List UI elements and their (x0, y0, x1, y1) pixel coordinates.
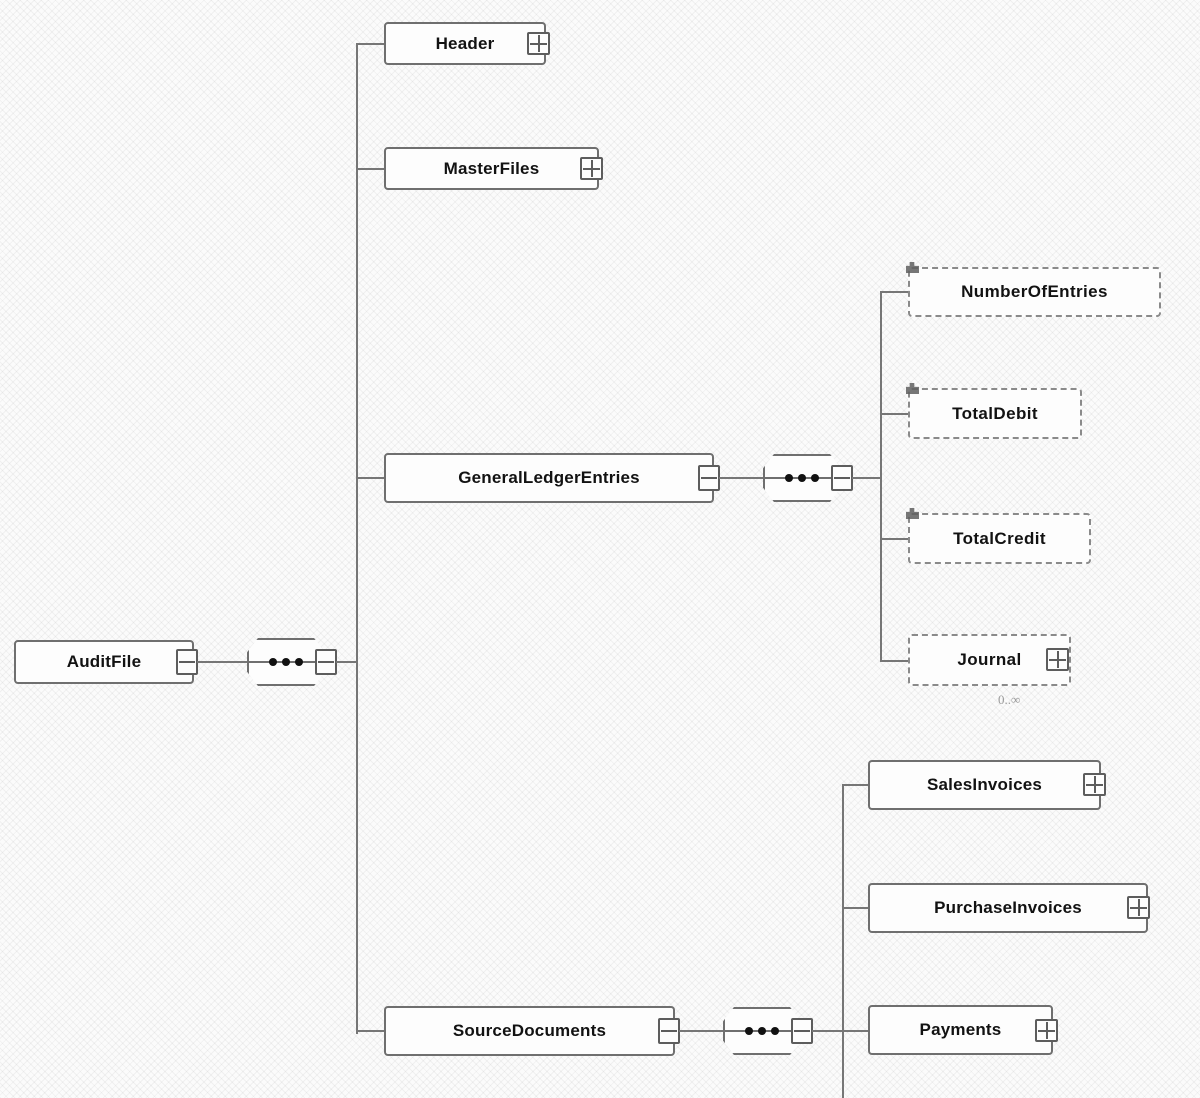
line-sd-trunk-to-purchaseinvoices (842, 907, 872, 909)
line-sourcedocuments-to-sequence (679, 1030, 723, 1032)
node-numberofentries[interactable]: NumberOfEntries (906, 262, 1161, 317)
line-root-sequence-to-trunk (336, 661, 358, 663)
line-sd-trunk-to-salesinvoices (842, 784, 872, 786)
expander-plus-purchaseinvoices[interactable] (1127, 896, 1150, 919)
line-trunk-to-sourcedocuments (356, 1030, 386, 1032)
node-label-masterfiles: MasterFiles (443, 158, 540, 178)
line-trunk-to-gle (356, 477, 386, 479)
node-payments[interactable]: Payments (868, 1005, 1053, 1055)
expander-plus-journal[interactable] (1046, 648, 1069, 671)
node-label-totaldebit: TotalDebit (952, 403, 1038, 423)
node-label-salesinvoices: SalesInvoices (926, 775, 1043, 794)
line-gle-trunk-to-totaldebit (880, 413, 910, 415)
line-sd-sequence-to-branch-trunk (812, 1030, 844, 1032)
node-auditfile[interactable]: Header AuditFile (14, 640, 194, 684)
line-auditfile-to-sequence (197, 661, 247, 663)
connector-stub-sourcedocuments[interactable] (658, 1018, 680, 1044)
connector-stub-sourcedocuments-sequence[interactable] (791, 1018, 813, 1044)
sequence-dots-icon (785, 474, 819, 482)
expander-plus-masterfiles[interactable] (580, 157, 603, 180)
node-label-payments: Payments (919, 1020, 1002, 1039)
expander-plus-header[interactable] (527, 32, 550, 55)
node-label-journal: Journal (957, 650, 1022, 669)
node-purchaseinvoices[interactable]: PurchaseInvoices (868, 883, 1148, 933)
cardinality-journal: 0..∞ (998, 692, 1021, 707)
trunk-gle-children (880, 292, 882, 661)
connector-stub-auditfile[interactable] (176, 649, 198, 675)
line-gle-trunk-to-numberofentries (880, 291, 910, 293)
node-label-totalcredit: TotalCredit (953, 528, 1046, 548)
node-totaldebit[interactable]: TotalDebit (906, 383, 1082, 439)
line-gle-sequence-to-branch-trunk (852, 477, 882, 479)
sequence-compositor-sourcedocuments[interactable] (723, 1007, 801, 1055)
node-header[interactable]: Header (384, 22, 546, 65)
node-totalcredit[interactable]: TotalCredit (906, 508, 1091, 564)
node-label-header: Header (435, 33, 495, 53)
sequence-dots-icon (745, 1027, 779, 1035)
node-journal[interactable]: Journal (908, 634, 1071, 686)
sequence-dots-icon (269, 658, 303, 666)
line-gle-trunk-to-journal (880, 660, 910, 662)
line-gle-to-sequence (719, 477, 763, 479)
line-trunk-to-masterfiles (356, 168, 386, 170)
line-sd-trunk-to-payments (842, 1030, 872, 1032)
optional-attribute-icon (906, 508, 919, 519)
node-label-sourcedocuments: SourceDocuments (452, 1021, 607, 1040)
expander-plus-salesinvoices[interactable] (1083, 773, 1106, 796)
optional-attribute-icon (906, 262, 919, 273)
node-label-auditfile: AuditFile (66, 652, 142, 671)
node-generalledgerentries[interactable]: GeneralLedgerEntries (384, 453, 714, 503)
line-trunk-to-header (356, 43, 386, 45)
connector-stub-gle-sequence[interactable] (831, 465, 853, 491)
sequence-compositor-root[interactable] (247, 638, 325, 686)
node-sourcedocuments[interactable]: SourceDocuments (384, 1006, 675, 1056)
node-salesinvoices[interactable]: SalesInvoices (868, 760, 1101, 810)
connector-stub-root-sequence[interactable] (315, 649, 337, 675)
trunk-sourcedocuments-children (842, 785, 844, 1098)
expander-plus-payments[interactable] (1035, 1019, 1058, 1042)
node-label-purchaseinvoices: PurchaseInvoices (934, 898, 1082, 917)
node-label-generalledgerentries: GeneralLedgerEntries (458, 468, 640, 487)
node-masterfiles[interactable]: MasterFiles (384, 147, 599, 190)
optional-attribute-icon (906, 383, 919, 394)
sequence-compositor-gle[interactable] (763, 454, 841, 502)
connector-stub-gle[interactable] (698, 465, 720, 491)
line-gle-trunk-to-totalcredit (880, 538, 910, 540)
trunk-main (356, 44, 358, 1034)
node-label-numberofentries: NumberOfEntries (961, 282, 1108, 301)
